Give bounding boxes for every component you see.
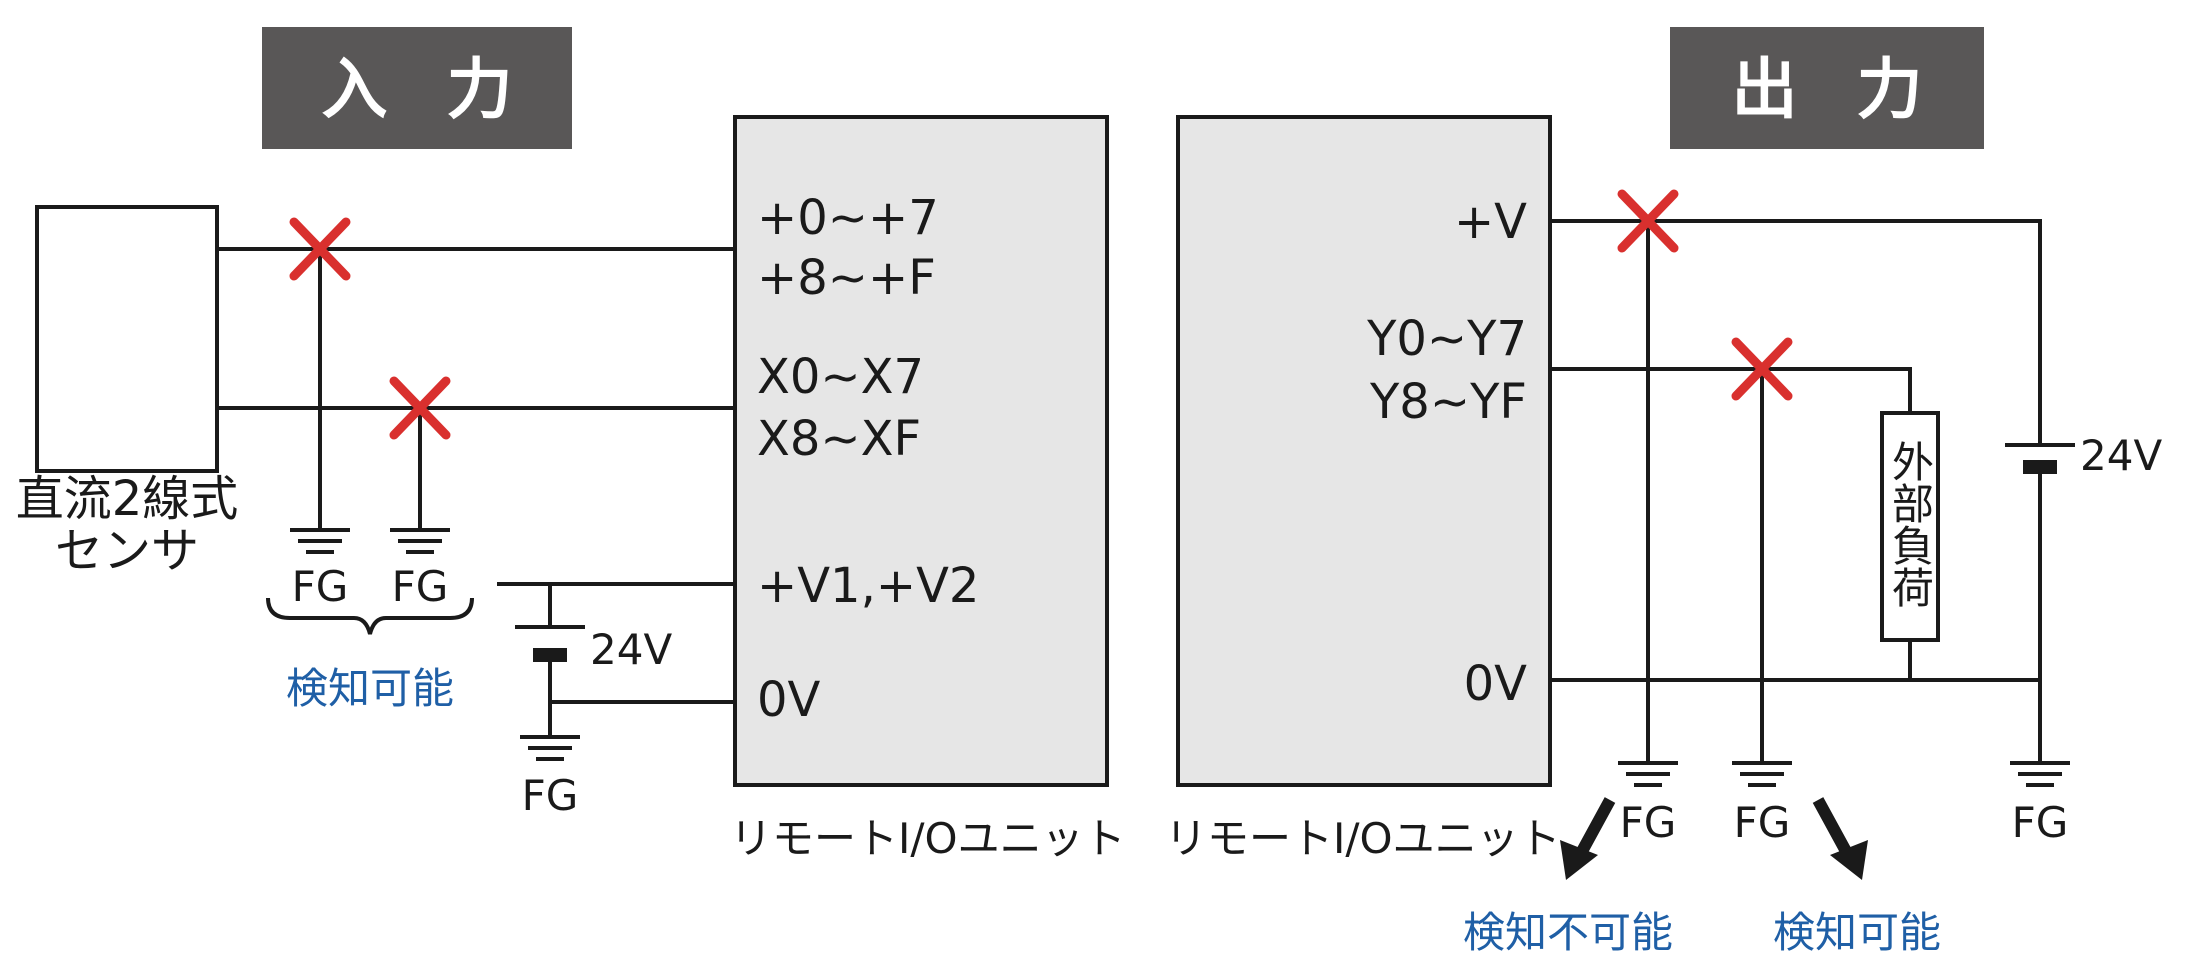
external-load-box bbox=[1880, 411, 1940, 642]
output-header: 出 力 bbox=[1732, 51, 1941, 128]
input-terminal-0v: 0V bbox=[757, 672, 821, 728]
fault-mark-1 bbox=[289, 217, 351, 281]
sensor-label-line2: センサ bbox=[55, 523, 199, 579]
input-terminal-x0-x7: X0~X7 bbox=[757, 349, 924, 405]
fg-label-6: FG bbox=[2012, 798, 2069, 847]
input-unit-box bbox=[733, 115, 1109, 787]
input-header-box bbox=[262, 27, 572, 149]
output-terminal-y0-y7: Y0~Y7 bbox=[1366, 311, 1527, 367]
supply-wire-top bbox=[497, 582, 552, 627]
fg-label-4: FG bbox=[1620, 798, 1677, 847]
ground-symbol-2 bbox=[390, 528, 450, 554]
input-terminal-v1-v2: +V1,+V2 bbox=[757, 558, 979, 614]
arrow-to-undetectable bbox=[1560, 797, 1616, 880]
external-load-label: 外部負荷 bbox=[1886, 440, 1935, 608]
ground-symbol-1 bbox=[290, 528, 350, 554]
ground-symbol-3 bbox=[520, 735, 580, 761]
sensor-box bbox=[35, 205, 219, 473]
fg-label-2: FG bbox=[392, 562, 449, 611]
input-header: 入 力 bbox=[322, 51, 531, 128]
output-supply-voltage: 24V bbox=[2080, 431, 2162, 480]
input-terminal-plus0-7: +0~+7 bbox=[757, 190, 939, 246]
ground-symbol-5 bbox=[1732, 761, 1792, 787]
output-unit-caption: リモートI/Oユニット bbox=[1165, 814, 1561, 863]
input-unit-caption: リモートI/Oユニット bbox=[730, 814, 1126, 863]
ground-symbol-6 bbox=[2010, 761, 2070, 787]
arrow-to-detectable bbox=[1812, 797, 1868, 880]
output-terminal-0v: 0V bbox=[1464, 656, 1528, 712]
out-battery-plate-short bbox=[2023, 460, 2057, 474]
fault-mark-2 bbox=[389, 376, 451, 440]
input-terminal-plus8-F: +8~+F bbox=[757, 250, 936, 306]
fault-mark-4 bbox=[1731, 337, 1793, 401]
sensor-label-line1: 直流2線式 bbox=[16, 471, 239, 527]
output-detectable-note: 検知可能 bbox=[1773, 908, 1941, 957]
output-unit-box bbox=[1176, 115, 1552, 787]
wire-y-output bbox=[1550, 367, 1912, 413]
battery-plate-short bbox=[533, 648, 567, 662]
fg-label-1: FG bbox=[292, 562, 349, 611]
fg-label-3: FG bbox=[522, 771, 579, 820]
output-undetectable-note: 検知不可能 bbox=[1463, 908, 1673, 957]
fg-label-5: FG bbox=[1734, 798, 1791, 847]
input-supply-voltage: 24V bbox=[590, 625, 672, 674]
grouping-brace bbox=[266, 597, 474, 635]
output-terminal-plus-v: +V bbox=[1454, 194, 1527, 250]
output-header-box bbox=[1670, 27, 1984, 149]
fault-mark-3 bbox=[1617, 189, 1679, 253]
output-terminal-y8-yf: Y8~YF bbox=[1369, 374, 1527, 430]
input-detection-note: 検知可能 bbox=[286, 664, 454, 713]
wire-plus-v bbox=[1550, 219, 2042, 445]
input-terminal-x8-xf: X8~XF bbox=[757, 411, 921, 467]
ground-symbol-4 bbox=[1618, 761, 1678, 787]
